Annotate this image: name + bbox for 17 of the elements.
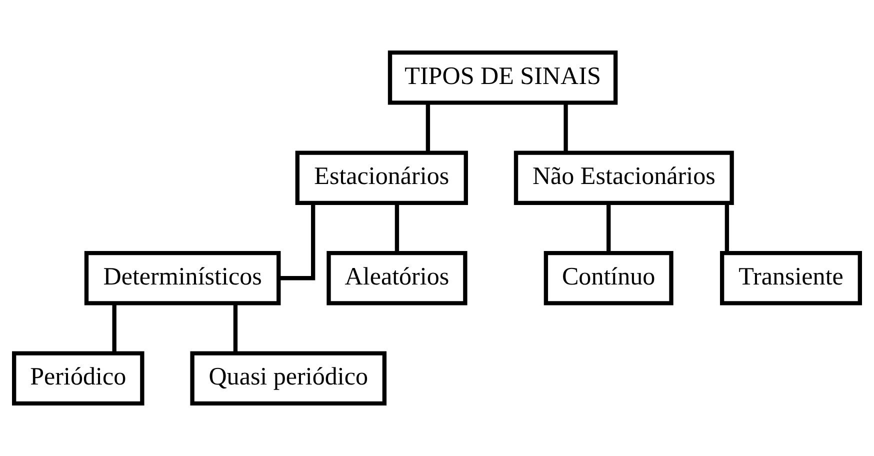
connector: [426, 102, 430, 152]
node-box: Não Estacionários: [514, 150, 734, 206]
connector: [278, 203, 316, 280]
connector: [724, 203, 730, 252]
connector: [112, 303, 116, 353]
node-box: Quasi periódico: [190, 351, 387, 406]
node-box: Periódico: [12, 351, 144, 406]
node-box: Determinísticos: [84, 250, 281, 306]
node-box: Estacionários: [295, 150, 468, 206]
connector: [564, 102, 568, 152]
node-box: Transiente: [720, 250, 862, 306]
node-box: Aleatórios: [326, 250, 468, 306]
connector: [394, 203, 400, 252]
node-box: TIPOS DE SINAIS: [388, 50, 618, 105]
node-box: Contínuo: [544, 250, 674, 306]
connector: [606, 203, 611, 252]
connector: [233, 303, 238, 353]
